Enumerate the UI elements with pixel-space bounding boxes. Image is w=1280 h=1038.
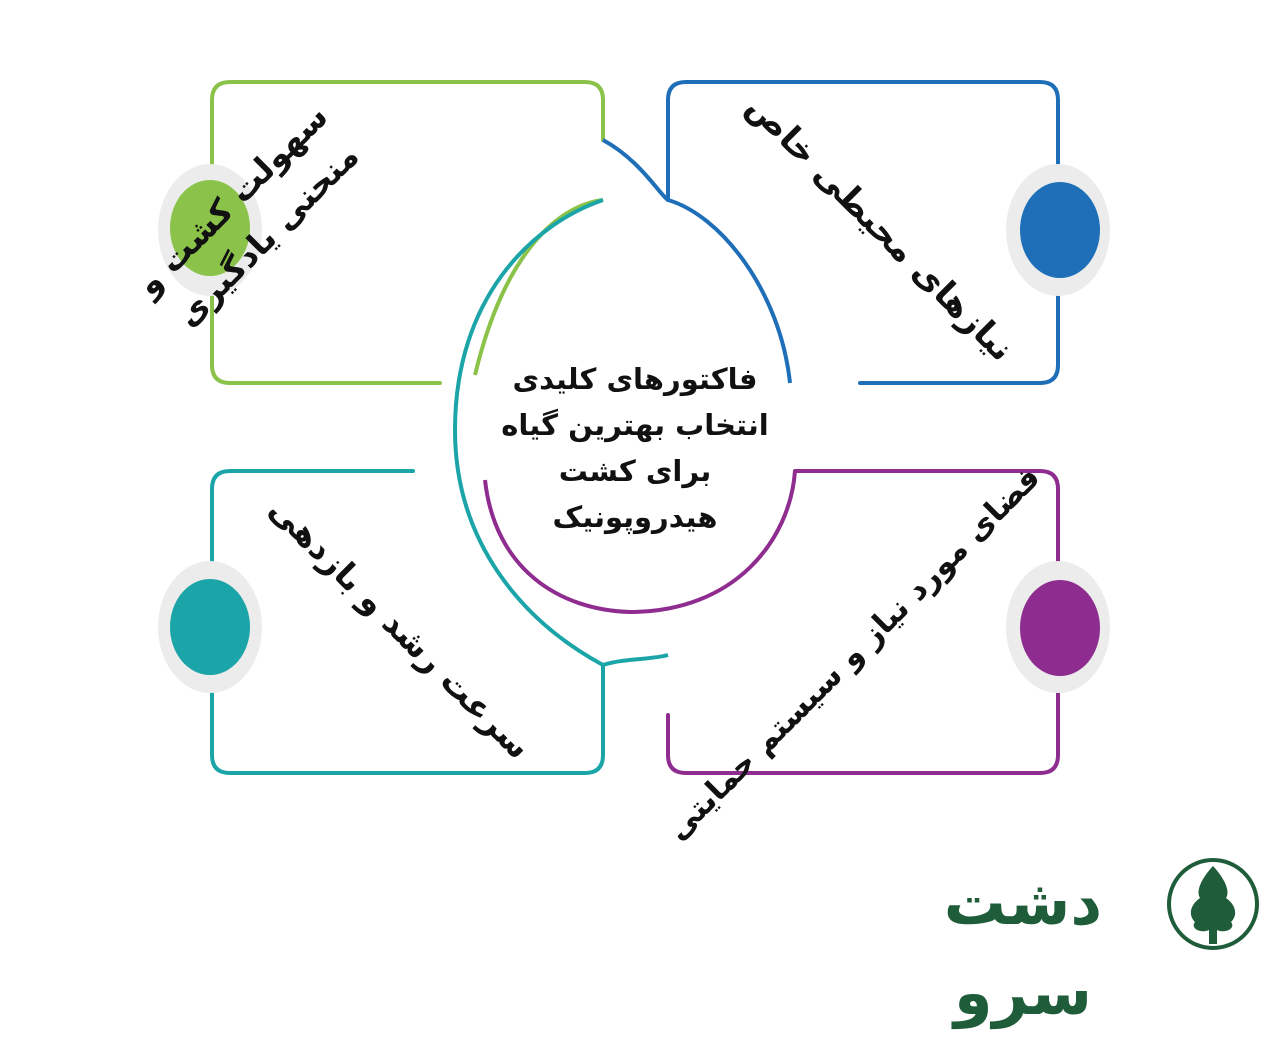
center-title-line: فاکتورهای کلیدی xyxy=(512,362,758,396)
logo-text: دشت سرو xyxy=(943,866,1103,1029)
arc-top-right xyxy=(602,138,792,384)
cypress-tree-icon xyxy=(1167,858,1259,950)
frame-top-left xyxy=(210,80,605,385)
dot-top-left xyxy=(170,180,250,276)
arc-bottom xyxy=(483,470,797,615)
center-title-line: هیدروپونیک xyxy=(552,500,718,534)
frame-top-right xyxy=(666,80,1060,385)
center-title-line: انتخاب بهترین گیاه xyxy=(501,408,769,442)
center-title-line: برای کشت xyxy=(558,454,712,488)
frame-bottom-right xyxy=(666,469,1060,775)
frame-bottom-left xyxy=(210,469,605,775)
dot-bottom-left xyxy=(170,579,250,675)
diagram: فاکتورهای کلیدی انتخاب بهترین گیاه برای … xyxy=(129,80,1259,1029)
arc-left xyxy=(452,198,669,668)
dot-top-right xyxy=(1020,182,1100,278)
center-title: فاکتورهای کلیدی انتخاب بهترین گیاه برای … xyxy=(470,356,800,540)
dot-bottom-right xyxy=(1020,580,1100,676)
diagram-shapes xyxy=(158,80,1259,950)
